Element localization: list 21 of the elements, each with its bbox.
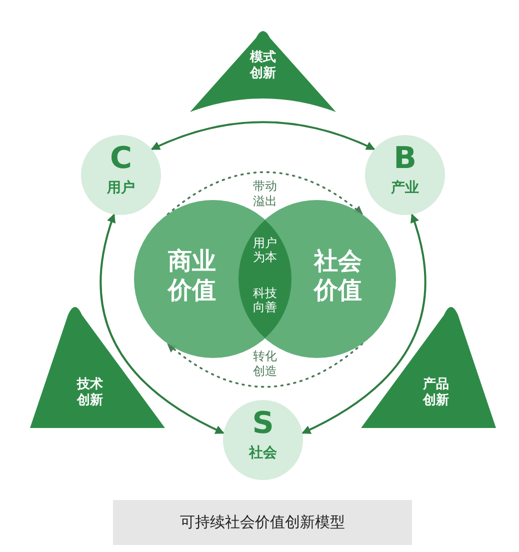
node-label: 用户为本 bbox=[252, 236, 278, 265]
caption: 可持续社会价值创新模型 bbox=[113, 500, 412, 545]
node-letter: C bbox=[108, 141, 134, 177]
node-letter: S bbox=[251, 406, 275, 442]
dotted-arrow bbox=[166, 342, 364, 388]
edge-label: 转化创造 bbox=[252, 349, 278, 379]
edge-label: 带动溢出 bbox=[252, 179, 278, 209]
node-label: 用户 bbox=[106, 180, 136, 197]
node-label: 社会 bbox=[248, 445, 278, 462]
double-headed-arrow bbox=[100, 214, 224, 434]
node-label: 商业价值 bbox=[166, 247, 217, 305]
node-label: 科技向善 bbox=[252, 286, 278, 315]
node-label: 产业 bbox=[390, 180, 420, 197]
node-label: 模式创新 bbox=[249, 50, 277, 82]
dotted-arrow bbox=[166, 171, 364, 216]
node-letter: B bbox=[392, 141, 418, 177]
double-headed-arrow bbox=[302, 214, 426, 434]
double-headed-arrow bbox=[150, 121, 376, 150]
node-label: 产品创新 bbox=[422, 377, 450, 408]
node-label: 技术创新 bbox=[76, 377, 104, 408]
node-label: 社会价值 bbox=[312, 247, 363, 305]
